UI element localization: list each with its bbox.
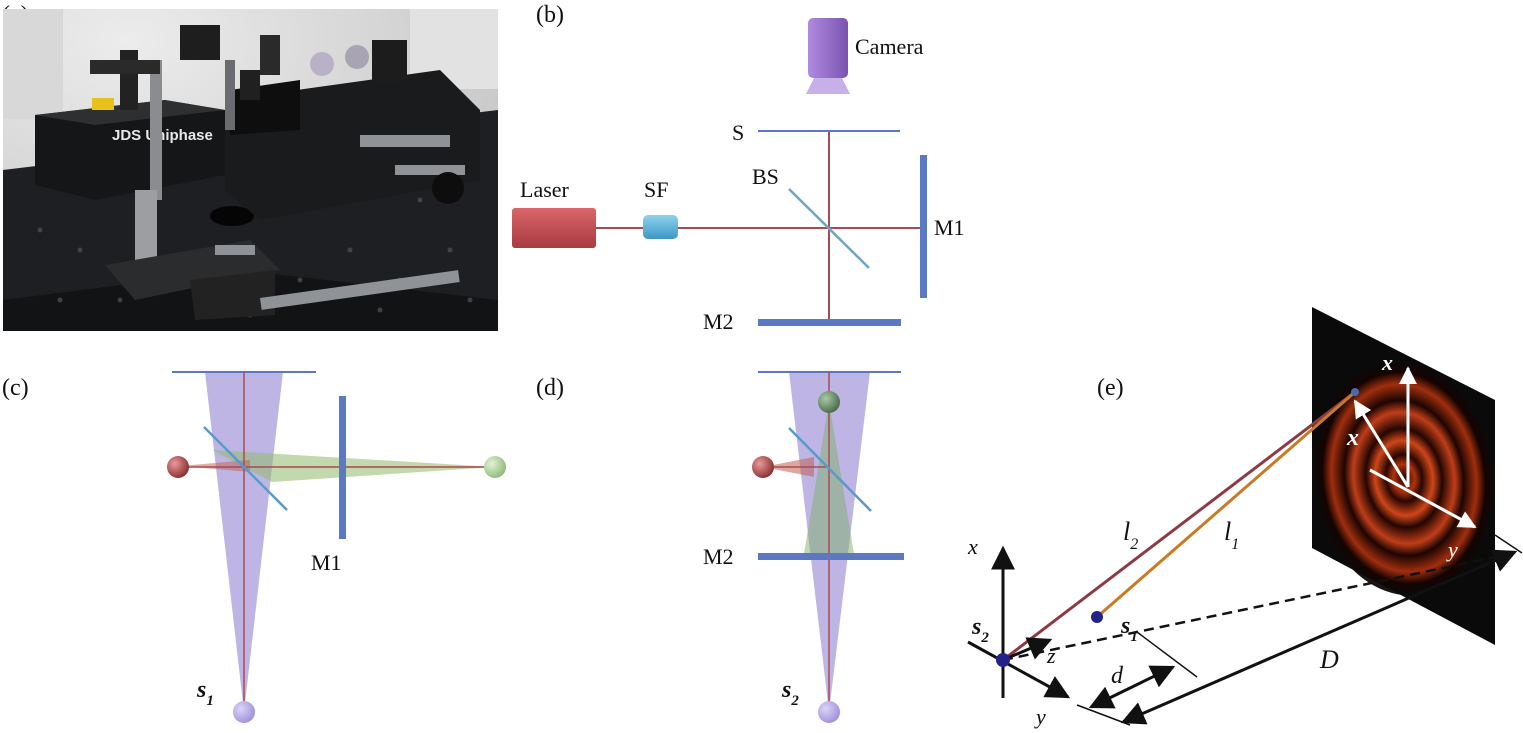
red-ball-d	[752, 456, 774, 478]
mirror2-label: M2	[703, 309, 734, 334]
dim-D-arrow	[1120, 549, 1518, 725]
spatial-filter-label: SF	[644, 177, 668, 202]
mirror1	[920, 155, 927, 298]
screen-x-label: x	[1381, 350, 1393, 375]
panel-d-tag: (d)	[536, 375, 564, 401]
mirror2	[758, 319, 901, 326]
source-s2	[996, 653, 1010, 667]
beam-splitter	[788, 188, 870, 269]
panel-e-tag: (e)	[1097, 375, 1124, 401]
setup-photo: JDS Uniphase	[3, 9, 498, 331]
camera-label: Camera	[855, 34, 924, 59]
laser-source	[512, 208, 596, 248]
screen-point	[1351, 388, 1359, 396]
dim-D-label: D	[1319, 645, 1339, 674]
mirror1-c-label: M1	[311, 550, 342, 575]
spatial-filter	[643, 215, 678, 239]
frame-z-label: z	[1046, 643, 1056, 668]
source-s2-label-d: s2	[781, 677, 799, 709]
panel-c-tag: (c)	[2, 375, 29, 401]
screen-y-axis	[1369, 468, 1477, 529]
panel-d: (d) M2 s2	[536, 371, 904, 723]
screen-y-label: y	[1446, 537, 1458, 562]
dim-D-extension-left	[1076, 704, 1131, 726]
panel-c: (c) M1 s1	[2, 371, 506, 723]
camera-icon	[806, 18, 850, 94]
mirror2-d	[758, 553, 904, 560]
red-ball-c	[167, 456, 189, 478]
path-l1-label: l1	[1224, 517, 1239, 553]
laser-label: Laser	[520, 177, 570, 202]
panel-b: (b) Camera S BS Laser SF M1 M2	[512, 2, 965, 334]
path-l2	[1002, 390, 1356, 662]
source-s1	[1091, 611, 1103, 623]
frame-y-label: y	[1034, 704, 1046, 729]
frame-y-axis	[967, 640, 1071, 699]
screen-x-vector	[1353, 399, 1410, 488]
beam-splitter-label: BS	[752, 164, 779, 189]
green-cone-c	[212, 450, 495, 482]
dim-d-arrow	[1088, 665, 1176, 709]
beam-splitter-c	[203, 426, 288, 511]
panel-b-tag: (b)	[536, 2, 564, 28]
panel-a: (a) JDS Uniphase	[2, 2, 498, 331]
source-s1-label-c: s1	[196, 677, 214, 709]
frame-z-axis	[1002, 637, 1053, 662]
source-s1-label: s1	[1120, 613, 1138, 645]
screen-label: S	[732, 120, 744, 145]
dim-D-extension-right	[1494, 534, 1523, 554]
source-s2-label: s2	[971, 614, 989, 646]
laser-brand: JDS Uniphase	[112, 127, 213, 144]
green-ball-c	[484, 456, 506, 478]
screen-x-vec-label: x	[1346, 425, 1359, 451]
beam-splitter-d	[788, 427, 872, 512]
purple-ball-d	[818, 701, 840, 723]
mirror1-label: M1	[934, 215, 965, 240]
path-l2-label: l2	[1123, 517, 1138, 553]
green-ball-d	[818, 391, 840, 413]
purple-ball-c	[233, 701, 255, 723]
mirror1-c	[339, 396, 346, 539]
red-cone-c	[180, 460, 250, 472]
mirror2-d-label: M2	[703, 544, 734, 569]
panel-e: (e) x x y l2 l1 x y z s2 s1 d	[967, 307, 1523, 729]
frame-x-label: x	[967, 534, 978, 559]
dim-d-label: d	[1111, 663, 1124, 689]
